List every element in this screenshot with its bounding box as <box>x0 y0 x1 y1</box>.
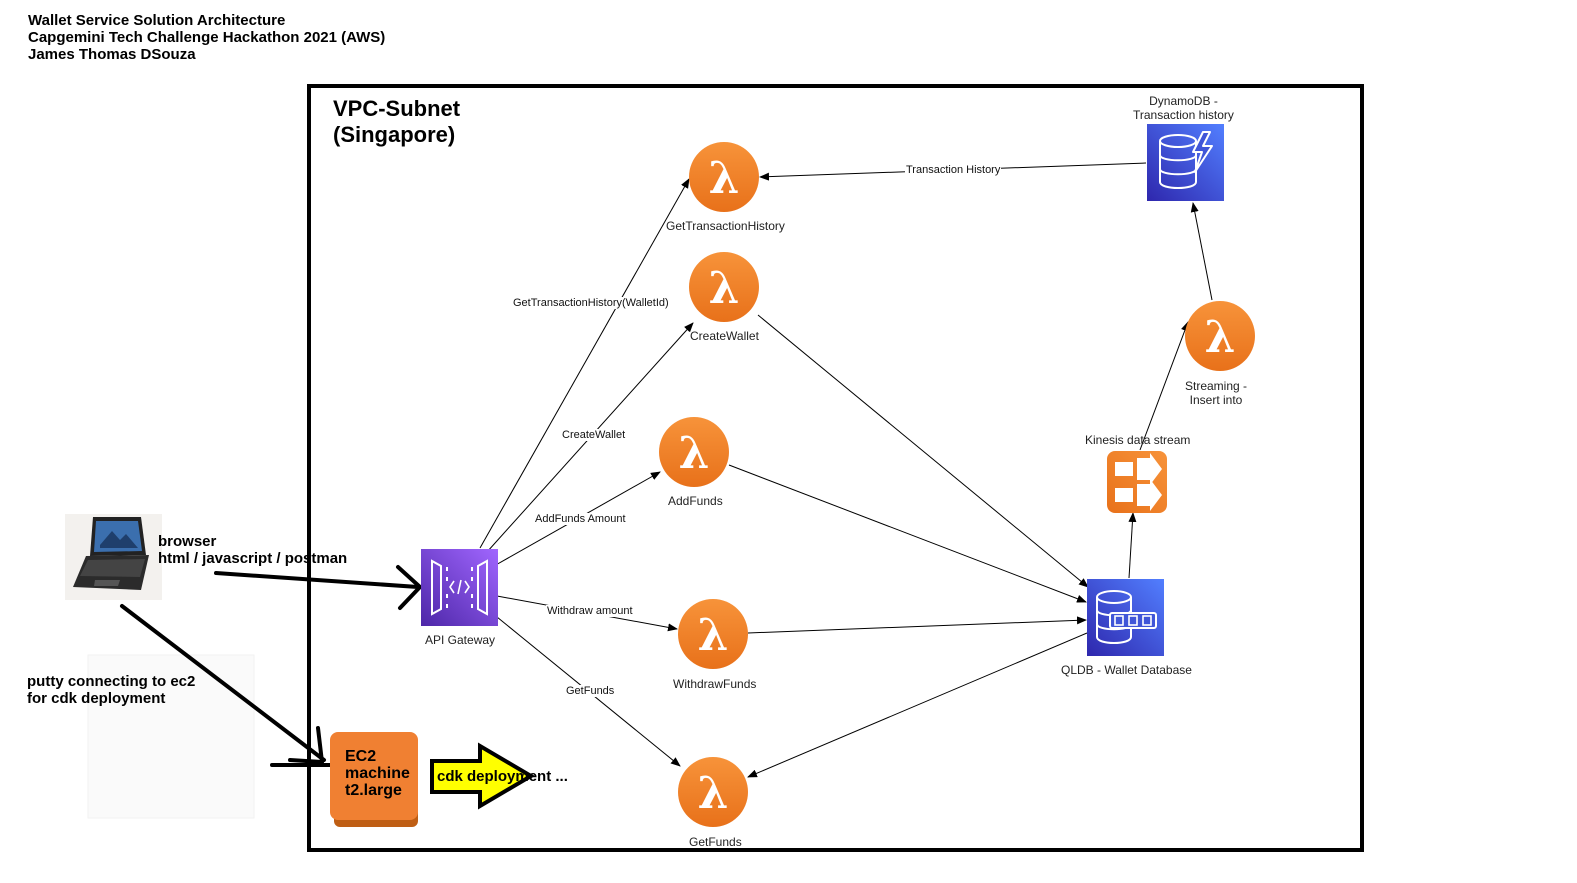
qldb-icon[interactable] <box>1087 579 1164 656</box>
create-wallet-label: CreateWallet <box>690 329 759 343</box>
ec2-label: EC2 machine t2.large <box>345 748 410 799</box>
svg-text:λ: λ <box>709 153 740 204</box>
edge-qldb-getfunds <box>747 632 1088 778</box>
title-block: Wallet Service Solution Architecture Cap… <box>28 12 385 63</box>
laptop-image <box>65 514 162 600</box>
svg-text:λ: λ <box>698 610 729 661</box>
withdraw-funds-label: WithdrawFunds <box>673 677 757 691</box>
lambda-create-wallet-icon[interactable]: λ <box>689 252 759 322</box>
dynamodb-icon[interactable] <box>1147 124 1224 201</box>
svg-text:λ: λ <box>709 263 740 314</box>
vpc-title: VPC-Subnet (Singapore) <box>333 96 461 147</box>
faint-panel <box>87 654 255 819</box>
cdk-deployment-arrow <box>430 742 535 810</box>
diagram-author: James Thomas DSouza <box>28 46 196 63</box>
edge-withdraw-qldb <box>747 616 1087 634</box>
diagram-title: Wallet Service Solution Architecture <box>28 12 286 29</box>
edge-streaming-dynamo <box>1190 202 1213 301</box>
streaming-label: Streaming - Insert into <box>1185 379 1248 407</box>
laptop-to-apigw-arrowhead <box>396 565 422 610</box>
ec2-machine-box[interactable] <box>330 732 418 827</box>
edge-label-create-wallet: CreateWallet <box>561 429 627 441</box>
edge-label-add-funds: AddFunds Amount <box>534 513 627 525</box>
client-arrows <box>120 565 422 767</box>
kinesis-label: Kinesis data stream <box>1085 433 1191 447</box>
svg-text:λ: λ <box>698 768 729 819</box>
vpc-boundary <box>307 84 1364 852</box>
dynamodb-label: DynamoDB - Transaction history <box>1133 94 1234 122</box>
api-gateway-label: API Gateway <box>425 633 496 647</box>
edge-kinesis-streaming <box>1139 321 1189 451</box>
edge-qldb-kinesis <box>1128 512 1137 579</box>
lambda-streaming-icon[interactable]: λ <box>1185 301 1255 371</box>
svg-text:λ: λ <box>1205 312 1236 363</box>
kinesis-icon[interactable] <box>1107 451 1167 513</box>
lambda-get-funds-icon[interactable]: λ <box>678 757 748 827</box>
browser-label: browser html / javascript / postman <box>158 533 348 567</box>
qldb-label: QLDB - Wallet Database <box>1061 663 1192 677</box>
laptop-to-ec2-arrowhead <box>288 726 324 764</box>
get-transaction-history-label: GetTransactionHistory <box>666 219 785 233</box>
cdk-deployment-label: cdk deployment ... <box>437 768 568 785</box>
edge-label-get-history: GetTransactionHistory(WalletId) <box>512 297 670 309</box>
lambda-add-funds-icon[interactable]: λ <box>659 417 729 487</box>
edge-createwallet-qldb <box>757 314 1089 588</box>
putty-label: putty connecting to ec2 for cdk deployme… <box>27 673 196 707</box>
edge-apigw-gethistory <box>479 178 690 549</box>
add-funds-label: AddFunds <box>668 494 723 508</box>
diagram-subtitle: Capgemini Tech Challenge Hackathon 2021 … <box>28 29 386 46</box>
lambda-get-transaction-history-icon[interactable]: λ <box>689 142 759 212</box>
svg-text:λ: λ <box>679 428 710 479</box>
api-gateway-icon[interactable] <box>421 549 498 626</box>
laptop-to-ec2-arrow <box>120 604 326 762</box>
lambda-withdraw-funds-icon[interactable]: λ <box>678 599 748 669</box>
edge-addfunds-qldb <box>728 464 1087 603</box>
edge-label-get-funds: GetFunds <box>565 685 616 697</box>
edge-label-withdraw: Withdraw amount <box>546 605 634 617</box>
edge-label-transaction-history: Transaction History <box>905 164 1002 176</box>
get-funds-label: GetFunds <box>689 835 742 849</box>
laptop-to-apigw-arrow <box>214 571 420 589</box>
